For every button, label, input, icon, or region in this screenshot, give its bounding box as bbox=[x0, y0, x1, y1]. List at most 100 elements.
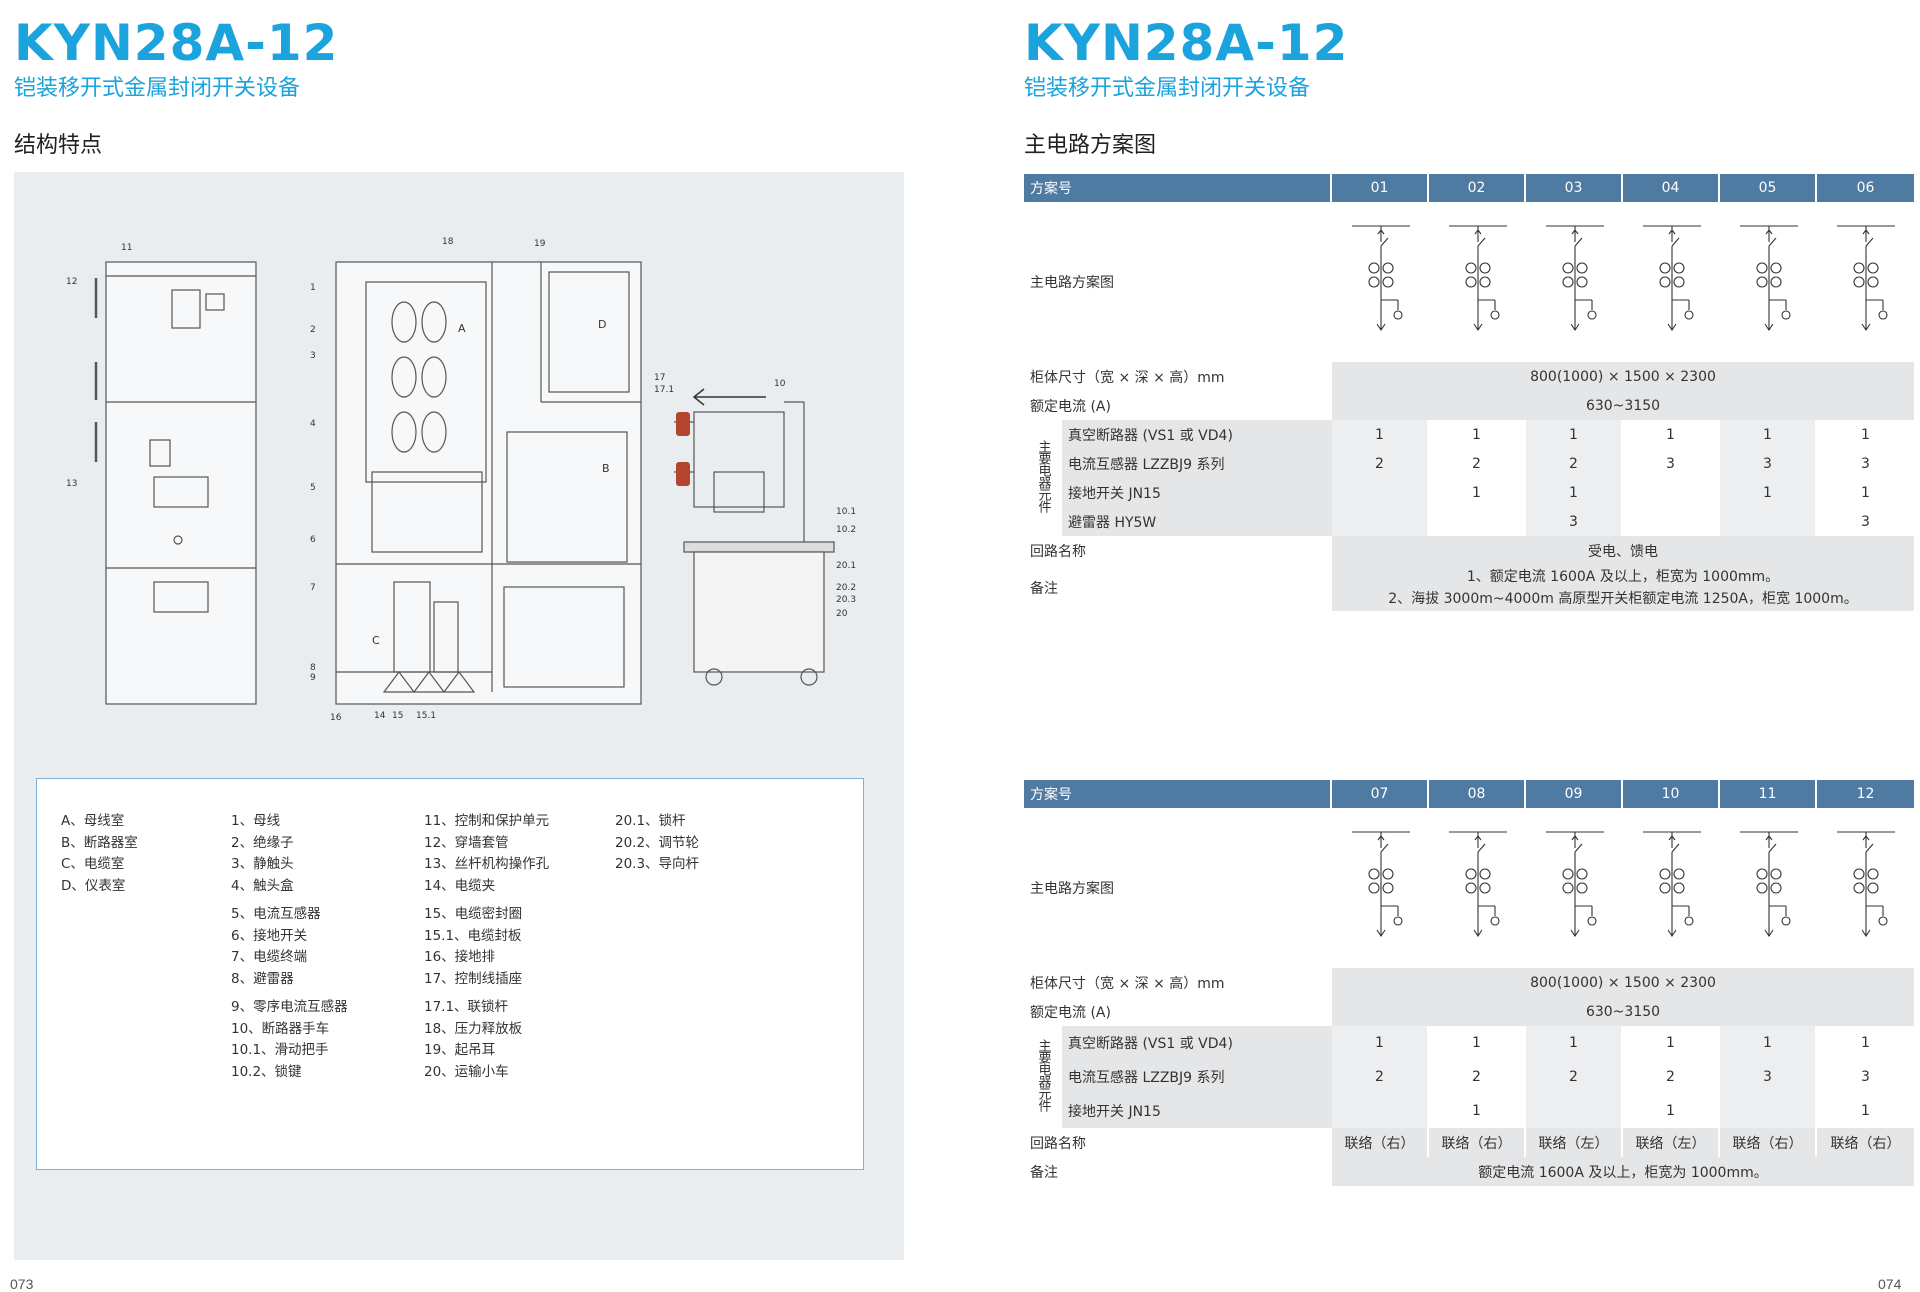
component-value: 2 bbox=[1429, 449, 1526, 478]
legend-item: 10、断路器手车 bbox=[231, 1020, 330, 1037]
schematic-row: 主电路方案图 bbox=[1024, 202, 1914, 362]
loop-value: 联络（右） bbox=[1817, 1128, 1914, 1157]
component-value: 1 bbox=[1526, 478, 1623, 507]
callout-20-2: 20.2 bbox=[836, 583, 856, 593]
circuit-diagram-07 bbox=[1332, 808, 1429, 968]
legend-item: 10.1、滑动把手 bbox=[231, 1042, 329, 1058]
component-value: 3 bbox=[1720, 449, 1817, 478]
single-line-diagram-icon bbox=[1739, 225, 1798, 331]
components-group-label: 主要电器元件 bbox=[1024, 420, 1062, 536]
component-value: 1 bbox=[1623, 1094, 1720, 1128]
legend-item: 20.3、导向杆 bbox=[615, 856, 700, 872]
component-value: 1 bbox=[1623, 420, 1720, 449]
component-label: 电流互感器 LZZBJ9 系列 bbox=[1062, 1060, 1332, 1094]
component-value bbox=[1526, 1094, 1623, 1128]
legend-item: 14、电缆夹 bbox=[424, 877, 496, 894]
callout-1: 1 bbox=[310, 283, 316, 293]
callout-14: 14 bbox=[374, 711, 386, 721]
legend-column-2: 1、母线 2、绝缘子 3、静触头 4、触头盒 5、电流互感器 6、接地开关 7、… bbox=[231, 811, 348, 1083]
components-group-label: 主要电器元件 bbox=[1024, 1026, 1062, 1128]
single-line-diagram-icon bbox=[1351, 225, 1410, 331]
scheme-table-1: 方案号 01 02 03 04 05 06 主电路方案图 柜体尺寸（宽 × 深 … bbox=[1024, 174, 1914, 611]
right-page-number: 074 bbox=[1878, 1276, 1902, 1292]
loop-value: 联络（右） bbox=[1720, 1128, 1817, 1157]
component-value: 2 bbox=[1526, 1060, 1623, 1094]
component-value: 3 bbox=[1861, 455, 1870, 472]
component-value: 1 bbox=[1623, 1026, 1720, 1060]
component-value bbox=[1623, 507, 1720, 536]
schematic-row: 主电路方案图 bbox=[1024, 808, 1914, 968]
component-value: 1 bbox=[1526, 1026, 1623, 1060]
component-value: 1 bbox=[1332, 1026, 1429, 1060]
scheme-id: 11 bbox=[1720, 780, 1817, 808]
scheme-number-header: 方案号 bbox=[1024, 174, 1332, 202]
legend-item: 20.1、锁杆 bbox=[615, 813, 686, 829]
legend-item: 16、接地排 bbox=[424, 949, 496, 965]
scheme-id: 08 bbox=[1429, 780, 1526, 808]
component-value: 3 bbox=[1720, 1060, 1817, 1094]
legend-item: 20.2、调节轮 bbox=[615, 834, 700, 851]
component-value: 1 bbox=[1429, 1026, 1526, 1060]
callout-12: 12 bbox=[66, 277, 77, 287]
legend-item: A、母线室 bbox=[61, 813, 125, 829]
loop-label: 回路名称 bbox=[1030, 543, 1086, 560]
legend-item: C、电缆室 bbox=[61, 856, 125, 872]
legend-item: 8、避雷器 bbox=[231, 970, 294, 987]
callout-9: 9 bbox=[310, 673, 316, 683]
callout-10-1: 10.1 bbox=[836, 507, 856, 517]
single-line-diagram-icon bbox=[1739, 831, 1798, 937]
circuit-diagram-10 bbox=[1623, 808, 1720, 968]
callout-10: 10 bbox=[774, 379, 786, 389]
size-label: 柜体尺寸（宽 × 深 × 高）mm bbox=[1030, 369, 1225, 386]
scheme-id: 04 bbox=[1623, 174, 1720, 202]
compartment-d-label: D bbox=[598, 318, 606, 331]
legend-item: 15、电缆密封圈 bbox=[424, 906, 523, 922]
legend-item: 6、接地开关 bbox=[231, 927, 308, 944]
component-value bbox=[1720, 1094, 1817, 1128]
component-value bbox=[1332, 507, 1429, 536]
current-label: 额定电流 (A) bbox=[1030, 398, 1111, 415]
component-value: 3 bbox=[1526, 507, 1623, 536]
single-line-diagram-icon bbox=[1448, 225, 1507, 331]
callout-2: 2 bbox=[310, 325, 316, 335]
legend-item: B、断路器室 bbox=[61, 834, 138, 851]
legend-item: 17.1、联锁杆 bbox=[424, 999, 509, 1015]
scheme-id: 06 bbox=[1817, 174, 1914, 202]
legend-item: 12、穿墙套管 bbox=[424, 834, 509, 851]
loop-value: 受电、馈电 bbox=[1332, 536, 1914, 565]
circuit-diagram-08 bbox=[1429, 808, 1526, 968]
note-line: 2、海拔 3000m~4000m 高原型开关柜额定电流 1250A，柜宽 100… bbox=[1388, 591, 1858, 607]
compartment-a-label: A bbox=[458, 322, 466, 335]
scheme-table-2: 方案号 07 08 09 10 11 12 主电路方案图 柜体尺寸（宽 × 深 … bbox=[1024, 780, 1914, 1186]
single-line-diagram-icon bbox=[1448, 831, 1507, 937]
current-label: 额定电流 (A) bbox=[1030, 1004, 1111, 1021]
component-value: 3 bbox=[1861, 513, 1870, 530]
loop-value: 联络（右） bbox=[1429, 1128, 1526, 1157]
right-brand-title: KYN28A-12 bbox=[1024, 14, 1349, 72]
component-value: 1 bbox=[1861, 1103, 1870, 1119]
single-line-diagram-icon bbox=[1642, 225, 1701, 331]
component-value: 2 bbox=[1623, 1060, 1720, 1094]
callout-17: 17 bbox=[654, 373, 665, 383]
scheme-id: 03 bbox=[1526, 174, 1623, 202]
component-value: 1 bbox=[1720, 478, 1817, 507]
circuit-diagram-05 bbox=[1720, 202, 1817, 362]
callout-19: 19 bbox=[534, 239, 546, 249]
callout-6: 6 bbox=[310, 535, 316, 545]
legend-item: D、仪表室 bbox=[61, 877, 126, 894]
compartment-b-label: B bbox=[602, 462, 610, 475]
left-page-number: 073 bbox=[10, 1276, 34, 1292]
current-value: 630~3150 bbox=[1332, 391, 1914, 420]
switchgear-structure-drawing: 11 12 13 18 19 1 2 3 4 5 6 7 8 9 16 14 1… bbox=[66, 237, 856, 723]
component-value bbox=[1429, 507, 1526, 536]
component-label: 真空断路器 (VS1 或 VD4) bbox=[1062, 420, 1332, 449]
component-value: 1 bbox=[1720, 420, 1817, 449]
component-value: 1 bbox=[1429, 478, 1526, 507]
legend-column-3: 11、控制和保护单元 12、穿墙套管 13、丝杆机构操作孔 14、电缆夹 15、… bbox=[424, 811, 549, 1083]
component-value: 2 bbox=[1332, 449, 1429, 478]
parts-legend-box: A、母线室 B、断路器室 C、电缆室 D、仪表室 1、母线 2、绝缘子 3、静触… bbox=[36, 778, 864, 1170]
component-value: 3 bbox=[1623, 449, 1720, 478]
callout-13: 13 bbox=[66, 479, 77, 489]
scheme-id: 12 bbox=[1817, 780, 1914, 808]
scheme-id: 10 bbox=[1623, 780, 1720, 808]
